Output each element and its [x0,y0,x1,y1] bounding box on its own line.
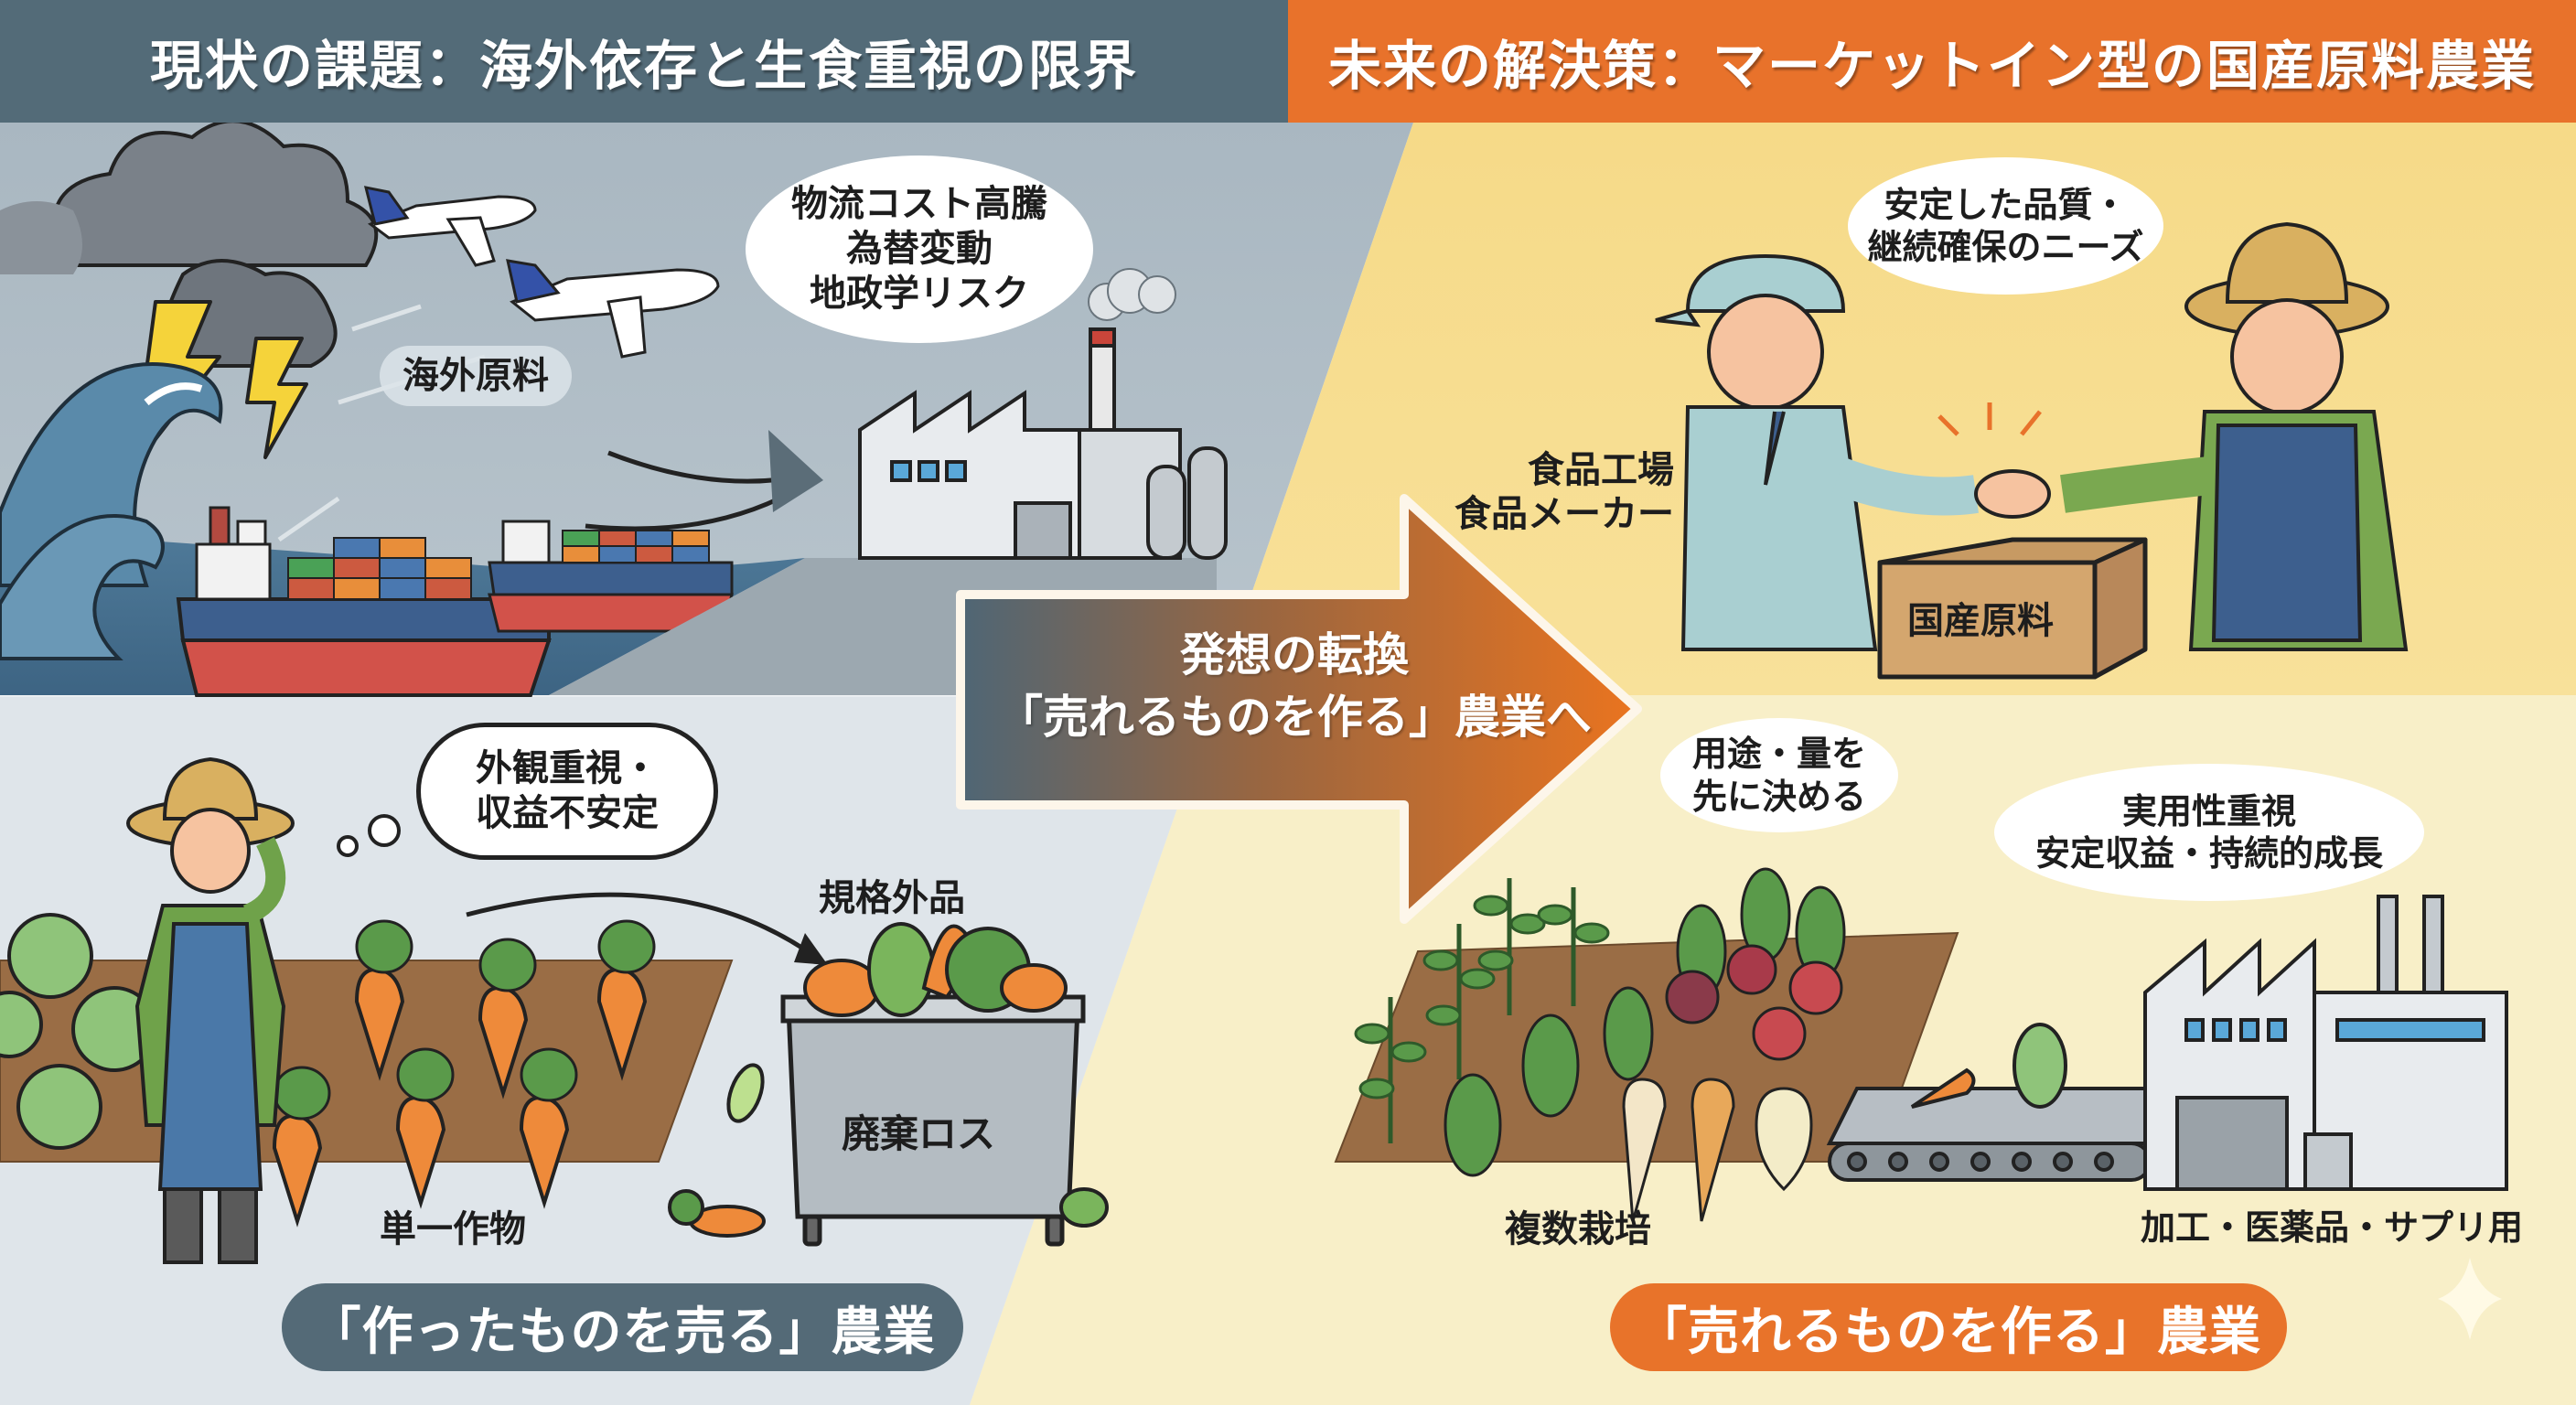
farmer-thought-cloud: 外観重視・ 収益不安定 [416,723,718,860]
cardboard-box-icon [1877,537,2148,680]
farmer-icon [2060,221,2409,651]
multi-crop-label: 複数栽培 [1505,1208,1651,1250]
spark-icon [1937,402,2042,436]
transition-arrow-label: 発想の転換 「売れるものを作る」農業へ [979,625,1610,748]
domestic-materials-box-label: 国産原料 [1907,600,2054,642]
food-manufacturer-text: 食品メーカー [1454,493,1674,535]
offspec-produce-label: 規格外品 [819,877,965,919]
cargo-ship-icon [488,520,734,633]
risk-exchange-rate: 為替変動 [846,228,993,271]
thought-dot-icon [337,814,401,857]
sparkle-icon [2438,1258,2502,1340]
curved-arrow [466,892,816,959]
benefit-speech-bubble: 実用性重視 安定収益・持続的成長 [1994,764,2424,901]
plan-usage-quantity: 用途・量を [1691,734,1866,775]
vegetables-in-bin-icon [803,922,1068,1017]
risk-speech-bubble: 物流コスト高騰 為替変動 地政学リスク [746,156,1093,343]
risk-geopolitical: 地政学リスク [810,272,1029,315]
transition-arrow-shape [956,494,1642,924]
needs-quality: 安定した品質・ [1884,184,2128,225]
transition-line-2: 「売れるものを作る」農業へ [997,690,1592,744]
waste-loss-label: 廃棄ロス [842,1111,996,1156]
leafy-vegetable-icon [1444,986,1654,1177]
risk-logistics-cost: 物流コスト高騰 [791,183,1047,226]
arrow-icon [768,430,823,512]
food-maker-label: 食品工場 食品メーカー [1454,448,1674,536]
cargo-ship-icon [176,506,552,697]
benefit-practicality: 実用性重視 [2121,790,2296,831]
thought-appearance: 外観重視・ [476,747,659,790]
plan-speech-bubble: 用途・量を 先に決める [1660,718,1898,832]
single-crop-label: 単一作物 [380,1208,526,1250]
factory-worker-icon [1655,253,1979,651]
infographic-illustration [0,123,2576,1405]
worried-farmer-icon [126,756,295,1264]
food-factory-text: 食品工場 [1528,449,1674,491]
smoke-icon [1088,268,1176,321]
import-materials-label: 海外原料 [380,346,572,406]
product-out-farming-pill: 「作ったものを売る」農業 [282,1283,963,1371]
left-section-header: 現状の課題：海外依存と生食重視の限界 [0,0,1288,123]
use-purpose-label: 加工・医薬品・サプリ用 [2141,1207,2524,1248]
herb-plant-icon [1354,878,1610,1143]
needs-continuity: 継続確保のニーズ [1867,227,2144,267]
transition-line-1: 発想の転換 [1180,628,1409,681]
right-section-header: 未来の解決策：マーケットイン型の国産原料農業 [1288,0,2576,123]
cabbage-icon [0,913,157,1150]
thought-income: 収益不安定 [476,792,659,834]
left-section-title: 現状の課題：海外依存と生食重視の限界 [149,35,1138,97]
market-in-farming-pill: 「売れるものを作る」農業 [1610,1283,2287,1371]
airplane-icon [363,186,537,267]
airplane-icon [506,259,720,359]
plan-decide-first: 先に決める [1691,776,1866,817]
needs-speech-bubble: 安定した品質・ 継続確保のニーズ [1848,157,2163,295]
handshake-icon [1974,469,2051,519]
benefit-stable-growth: 安定収益・持続的成長 [2034,833,2383,874]
factory-icon [858,327,1228,560]
factory-icon [2143,895,2508,1191]
carrot-icon [272,919,656,1228]
beet-icon [1665,867,1846,1061]
dropped-vegetables-icon [668,1063,1109,1238]
right-section-title: 未来の解決策：マーケットイン型の国産原料農業 [1327,35,2536,97]
wave-icon [0,362,223,660]
root-vegetable-icon [1622,1078,1813,1222]
